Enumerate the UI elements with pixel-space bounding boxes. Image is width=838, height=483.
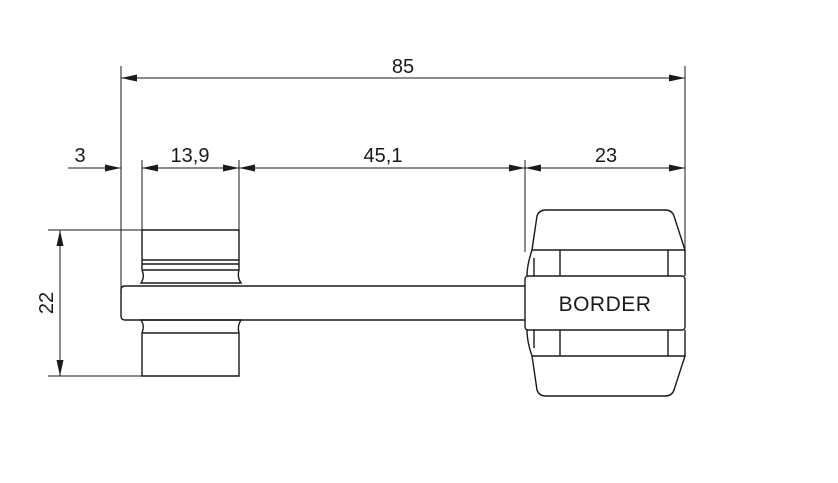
handle-width-label: 23 — [595, 145, 617, 167]
head-width-label: 13,9 — [171, 145, 210, 167]
extension-lines — [48, 66, 686, 377]
key-shaft — [120, 285, 525, 321]
dimension-overall-length: 85 — [121, 56, 685, 82]
key-handle: BORDER — [524, 209, 686, 397]
head-height-label: 22 — [36, 292, 58, 314]
dimension-head-height: 22 — [36, 230, 64, 376]
overall-length-label: 85 — [392, 56, 414, 78]
shaft-length-label: 45,1 — [364, 145, 403, 167]
key-head — [139, 229, 243, 377]
dimension-chain: 3 13,9 45,1 23 — [68, 145, 685, 172]
brand-label: BORDER — [559, 293, 652, 316]
offset-label: 3 — [74, 145, 85, 167]
